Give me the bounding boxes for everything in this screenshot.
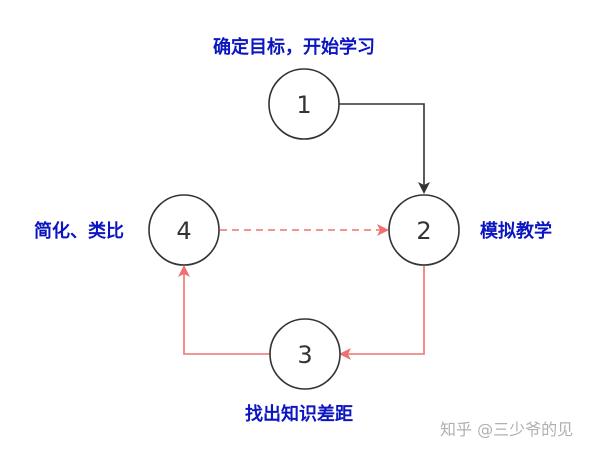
- node-1-label: 确定目标，开始学习: [213, 37, 375, 58]
- node-3-circle: [269, 318, 341, 390]
- node-3-number: 3: [297, 341, 312, 369]
- node-3: 3: [269, 318, 341, 390]
- node-2-circle: [388, 194, 460, 266]
- node-1-number: 1: [296, 91, 311, 119]
- node-4-number: 4: [176, 217, 191, 245]
- node-2-label: 模拟教学: [480, 221, 552, 242]
- edge-1-to-2: [339, 103, 430, 194]
- node-1-circle: [268, 68, 340, 140]
- node-2: 2: [388, 194, 460, 266]
- node-3-label: 找出知识差距: [245, 404, 353, 425]
- watermark: 知乎 @三少爷的见: [440, 420, 574, 439]
- node-4: 4: [148, 194, 220, 266]
- node-2-number: 2: [416, 217, 431, 245]
- node-4-circle: [148, 194, 220, 266]
- node-1: 1: [268, 68, 340, 140]
- edge-2-to-3: [339, 265, 425, 360]
- node-4-label: 简化、类比: [34, 221, 124, 242]
- edge-3-to-4: [178, 265, 270, 355]
